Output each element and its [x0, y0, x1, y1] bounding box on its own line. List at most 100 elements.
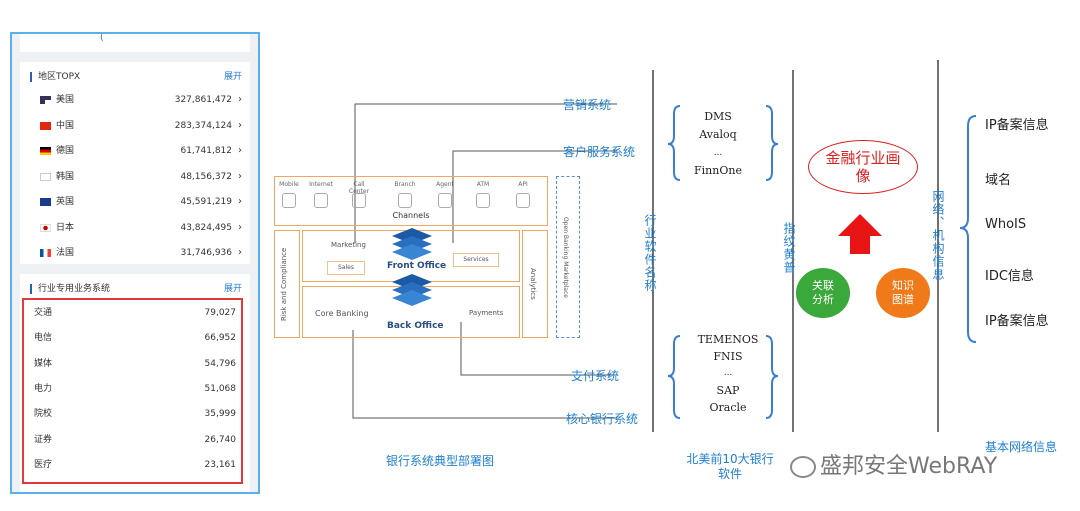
- industry-name: 媒体: [34, 358, 53, 369]
- stub-mark: (: [100, 32, 104, 43]
- chevron-right-icon: ›: [238, 119, 242, 131]
- channel-label: Agent: [436, 181, 454, 188]
- marketplace-label: Open Banking Marketplace: [562, 216, 569, 298]
- association-analysis-circle: 关联 分析: [796, 268, 850, 318]
- region-expand-link[interactable]: 展开: [223, 72, 242, 82]
- software-caption-line1: 北美前10大银行: [686, 452, 774, 466]
- region-name: 美国: [56, 95, 75, 105]
- de-flag-icon: [40, 147, 51, 155]
- risk-compliance-box: Risk and Compliance: [274, 230, 300, 338]
- us-flag-icon: [40, 96, 51, 104]
- industry-expand-link[interactable]: 展开: [223, 284, 242, 294]
- marketing-system-label: 营销系统: [563, 98, 612, 112]
- customer-service-system-label: 客户服务系统: [563, 145, 636, 159]
- wechat-icon: [790, 456, 816, 478]
- front-office-label: Front Office: [387, 261, 447, 271]
- region-name: 德国: [56, 146, 75, 156]
- software-2-item: SAP: [716, 384, 740, 397]
- industry-row[interactable]: 院校 35,999: [20, 404, 250, 424]
- industry-value: 66,952: [204, 333, 237, 344]
- marketing-module: Marketing: [331, 241, 366, 249]
- industry-row[interactable]: 电力 51,068: [20, 379, 250, 399]
- left-circle-line2: 分析: [812, 293, 834, 306]
- channel-icon: [438, 193, 452, 208]
- fr-flag-icon: [40, 249, 51, 257]
- region-value: 31,746,936: [180, 248, 232, 258]
- software-caption: 北美前10大银行 软件: [680, 452, 780, 482]
- jp-flag-icon: [40, 223, 51, 232]
- region-value: 283,374,124: [174, 120, 232, 131]
- software-1-item: Avaloq: [699, 128, 737, 141]
- channel-icon: [314, 193, 328, 208]
- cn-flag-icon: [40, 121, 51, 130]
- core-banking-module: Core Banking: [315, 309, 369, 318]
- channel-label: ATM: [476, 181, 490, 188]
- watermark-text: 盛邦安全WebRAY: [820, 454, 998, 479]
- chevron-right-icon: ›: [238, 247, 242, 258]
- network-vertical-label: 网络、机构信息: [931, 190, 945, 281]
- network-item: IDC信息: [985, 269, 1034, 284]
- marketing-connector: [354, 103, 617, 243]
- industry-name: 证券: [34, 434, 53, 445]
- financial-portrait-ellipse: 金融行业画 像: [808, 140, 918, 194]
- channel-icon: [282, 193, 296, 208]
- region-value: 45,591,219: [180, 197, 232, 207]
- industry-value: 51,068: [204, 383, 237, 394]
- right-circle-line1: 知识: [892, 279, 914, 292]
- industry-highlight-box: [22, 298, 243, 484]
- bracket-right-1: [765, 105, 779, 181]
- software-1-item: DMS: [704, 110, 732, 123]
- kr-flag-icon: [40, 172, 51, 181]
- region-row[interactable]: 中国 283,374,124 ›: [20, 116, 250, 136]
- fingerprint-vertical-label: 指纹黄普: [782, 222, 796, 274]
- region-card-title: 地区TOPX: [30, 72, 80, 82]
- channel-label: Call Center: [348, 181, 370, 195]
- payments-module: Payments: [469, 309, 504, 317]
- software-vertical-label: 行业软件名称: [643, 214, 657, 292]
- layers-stack-icon: [392, 228, 432, 306]
- industry-name: 电信: [34, 333, 53, 344]
- core-connector: [352, 330, 617, 419]
- region-name: 英国: [56, 197, 75, 207]
- industry-row[interactable]: 电信 66,952: [20, 328, 250, 348]
- bank-diagram-caption: 银行系统典型部署图: [386, 454, 495, 468]
- industry-value: 35,999: [204, 409, 237, 420]
- sales-module: Sales: [327, 261, 365, 275]
- channels-label: Channels: [392, 211, 430, 220]
- bracket-right-2: [765, 335, 779, 419]
- software-1-item: FinnOne: [694, 164, 742, 177]
- bank-diagram-lines: [352, 103, 617, 419]
- services-module: Services: [453, 253, 499, 267]
- analytics-box: Analytics: [522, 230, 548, 338]
- industry-name: 院校: [34, 409, 53, 420]
- industry-card-title: 行业专用业务系统: [30, 284, 110, 294]
- chevron-right-icon: ›: [238, 94, 242, 105]
- watermark: 盛邦安全WebRAY: [790, 448, 997, 480]
- industry-name: 电力: [34, 383, 53, 394]
- industry-name: 交通: [34, 308, 53, 318]
- bracket-left-1: [667, 105, 681, 181]
- core-banking-system-label: 核心银行系统: [566, 412, 639, 426]
- network-item: IP备案信息: [985, 314, 1049, 329]
- software-2-item: ...: [723, 368, 733, 378]
- region-value: 48,156,372: [180, 171, 232, 182]
- region-name: 中国: [56, 120, 75, 131]
- chevron-right-icon: ›: [238, 221, 242, 233]
- chevron-right-icon: ›: [238, 170, 242, 182]
- payment-connector: [460, 322, 617, 376]
- gb-flag-icon: [40, 198, 51, 206]
- software-2-item: Oracle: [709, 401, 747, 414]
